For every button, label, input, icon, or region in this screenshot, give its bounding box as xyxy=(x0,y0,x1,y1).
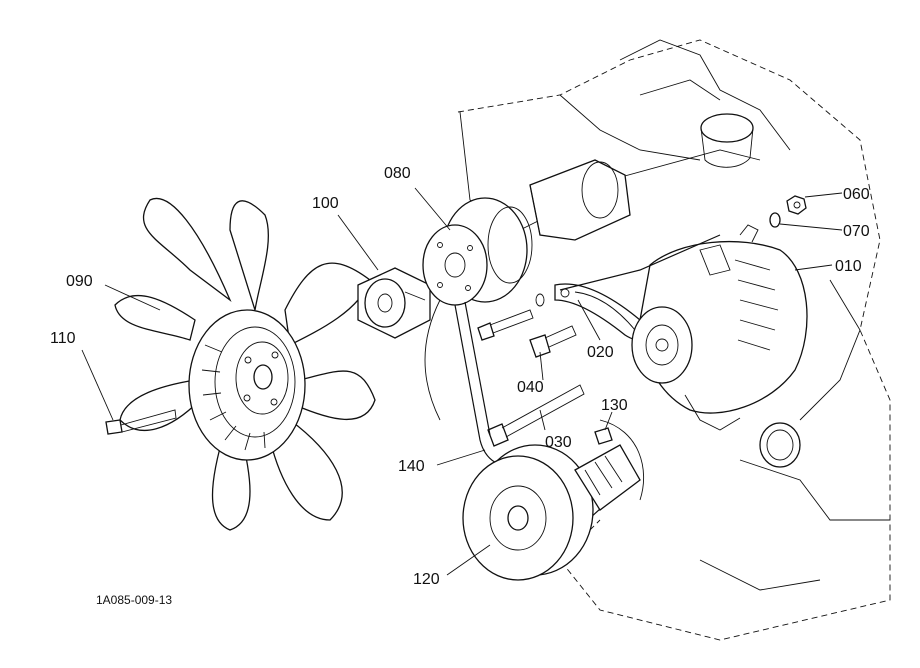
callout-labels: 010 020 030 040 060 070 080 090 100 110 … xyxy=(50,165,870,607)
fan-drive-pulley xyxy=(422,197,533,306)
alternator xyxy=(631,224,808,431)
long-bolt xyxy=(487,384,585,447)
key-130 xyxy=(594,427,613,445)
callout-140: 140 xyxy=(398,458,425,475)
crankshaft-pulley xyxy=(462,444,641,581)
fan-spacer xyxy=(357,267,431,339)
mounting-bolt xyxy=(477,293,545,341)
engine-block xyxy=(424,39,891,641)
adjusting-bolt xyxy=(529,325,577,358)
callout-100: 100 xyxy=(312,195,339,212)
callout-090: 090 xyxy=(66,273,93,290)
callout-060: 060 xyxy=(843,186,870,203)
adjusting-plate xyxy=(554,283,647,341)
callout-070: 070 xyxy=(843,223,870,240)
callout-080: 080 xyxy=(384,165,411,182)
callout-020: 020 xyxy=(587,344,614,361)
washer-070 xyxy=(769,212,781,228)
nut-060 xyxy=(786,195,807,215)
callout-030: 030 xyxy=(545,434,572,451)
callout-130: 130 xyxy=(601,397,628,414)
cooling-fan xyxy=(114,197,376,531)
callout-110: 110 xyxy=(50,330,76,347)
callout-040: 040 xyxy=(517,379,544,396)
leader-lines xyxy=(81,187,843,576)
callout-120: 120 xyxy=(413,571,440,588)
callout-010: 010 xyxy=(835,258,862,275)
fan-bolt xyxy=(105,409,177,435)
drawing-code: 1A085-009-13 xyxy=(96,593,172,607)
